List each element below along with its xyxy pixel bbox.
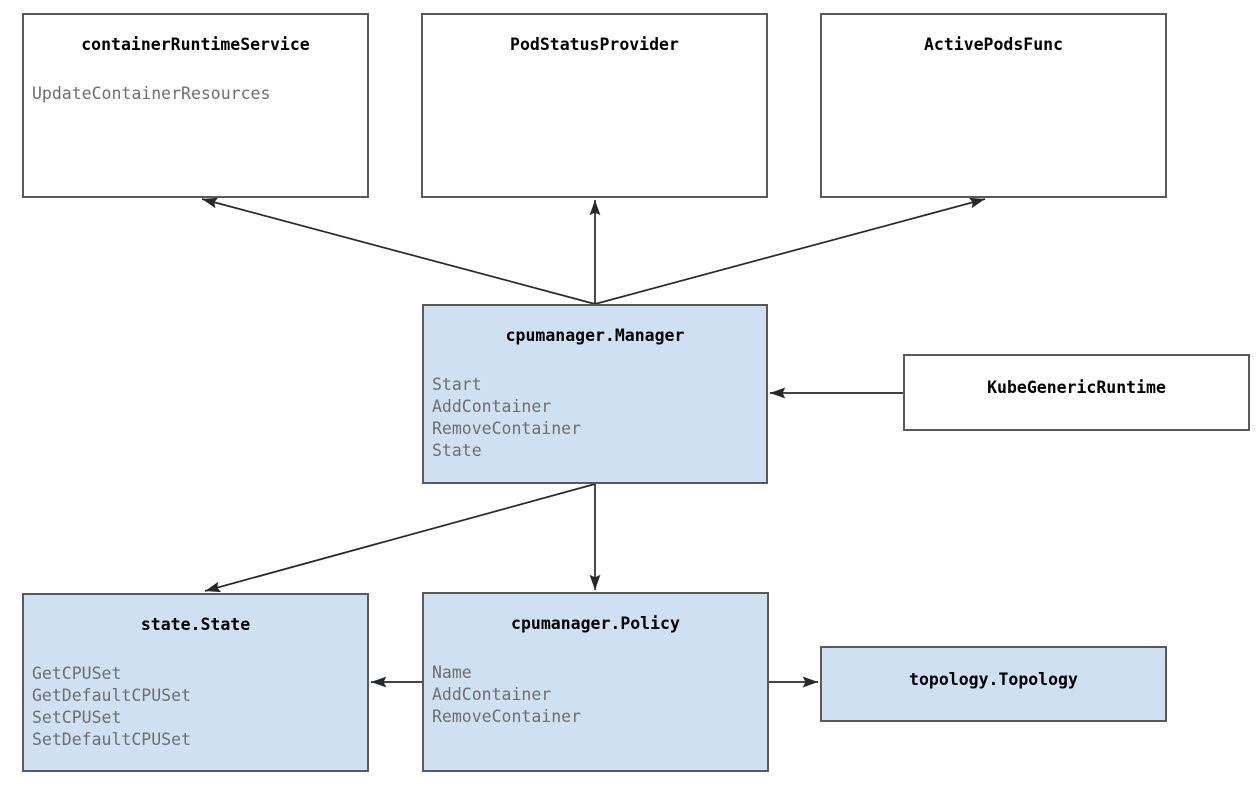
class-member: SetDefaultCPUSet [32,730,191,749]
class-member: GetCPUSet [32,664,122,683]
edge-manager-to-stateState [204,483,596,593]
class-node-podStatusProvider[interactable]: PodStatusProvider [421,13,768,198]
class-member: RemoveContainer [432,707,582,726]
class-node-title: containerRuntimeService [81,35,310,54]
class-node-title: topology.Topology [909,670,1078,689]
class-member: AddContainer [432,397,552,416]
class-node-members: UpdateContainerResources [32,83,363,105]
class-node-title: ActivePodsFunc [923,35,1064,54]
class-node-title: KubeGenericRuntime [987,378,1166,397]
class-member: UpdateContainerResources [32,84,271,103]
class-member: AddContainer [432,685,552,704]
edge-manager-to-activePodsFunc [594,197,986,305]
class-node-kubeGenericRuntime[interactable]: KubeGenericRuntime [903,354,1250,431]
class-member: SetCPUSet [32,708,122,727]
edge-manager-to-containerRuntimeService [201,197,596,305]
class-member: RemoveContainer [432,419,582,438]
class-node-activePodsFunc[interactable]: ActivePodsFunc [820,13,1167,198]
class-node-title: cpumanager.Policy [511,614,680,633]
class-member: Start [432,375,482,394]
class-node-title: cpumanager.Manager [505,326,685,345]
class-node-topologyTopology[interactable]: topology.Topology [820,646,1167,722]
class-node-title: state.State [140,615,251,634]
class-member: State [432,441,482,460]
class-node-title: PodStatusProvider [510,35,679,54]
class-member: Name [432,663,472,682]
class-member: GetDefaultCPUSet [32,686,191,705]
